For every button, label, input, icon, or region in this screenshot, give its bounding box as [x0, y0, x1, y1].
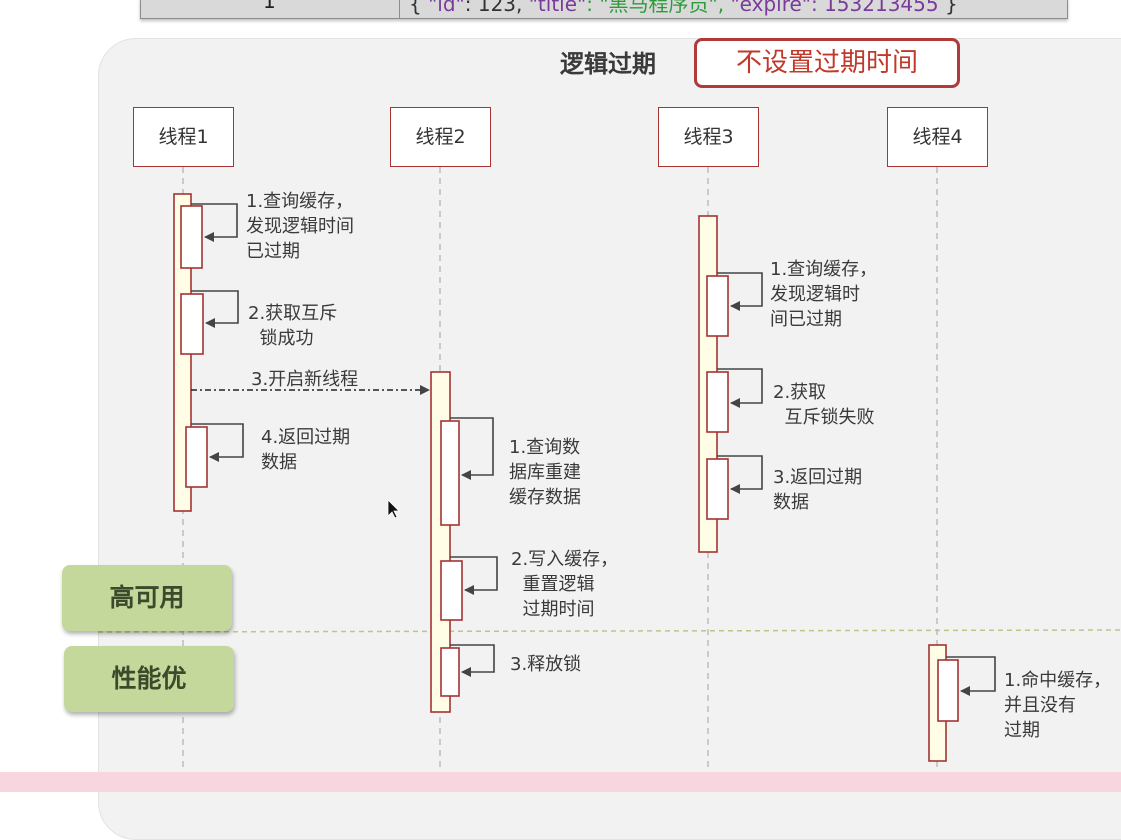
t4-step1-box [937, 659, 959, 722]
t2-step3-arrow [450, 644, 495, 677]
bottom-highlight-strip [0, 772, 1121, 792]
t1-step4-box [185, 426, 208, 488]
t4-step1-label: 1.命中缓存， 并且没有 过期 [1004, 670, 1112, 741]
thread-3-header: 线程3 [658, 107, 759, 167]
json-value-cell: { "id": 123, "title": "黑马程序员", "expire":… [409, 0, 958, 17]
t3-step1-box [706, 275, 729, 337]
json-fragment: "id" [428, 0, 465, 16]
json-fragment: : "黑马程序员", [586, 0, 731, 16]
thread-4-header: 线程4 [887, 107, 988, 167]
t4-step1-arrow [946, 656, 996, 696]
t1-step4-arrow [191, 423, 244, 462]
high-availability-label: 高可用 [62, 565, 232, 631]
t1-step1-arrow [191, 203, 238, 242]
thread-2-header: 线程2 [390, 107, 491, 167]
t1-step2-label: 2.获取互斥 锁成功 [248, 303, 338, 349]
json-fragment: } [938, 0, 958, 16]
json-fragment: "title" [528, 0, 587, 16]
json-fragment: { [409, 0, 429, 16]
t3-step3-label: 3.返回过期 数据 [773, 467, 863, 513]
t2-step3-label: 3.释放锁 [510, 654, 582, 675]
data-table-row: 1 { "id": 123, "title": "黑马程序员", "expire… [140, 0, 1068, 19]
t3-step1-arrow [717, 272, 763, 311]
t1-step3-label: 3.开启新线程 [251, 369, 359, 390]
availability-separator [97, 629, 1121, 633]
t3-step3-arrow [717, 455, 763, 494]
no-expire-tag: 不设置过期时间 [694, 38, 960, 88]
row-index-cell: 1 [141, 0, 400, 18]
t2-step2-label: 2.写入缓存， 重置逻辑 过期时间 [511, 549, 619, 620]
t1-step2-arrow [191, 290, 239, 328]
thread-1-header: 线程1 [133, 107, 234, 167]
t2-step2-arrow [450, 556, 498, 595]
t2-step3-box [440, 647, 460, 697]
cursor-icon [387, 499, 400, 519]
t2-step1-box [440, 420, 460, 526]
t3-step2-arrow [717, 368, 763, 408]
t2-step1-label: 1.查询数 据库重建 缓存数据 [509, 437, 581, 508]
row-index: 1 [263, 0, 276, 13]
t2-step2-box [440, 560, 463, 621]
t2-step1-arrow [450, 417, 494, 480]
t3-step1-label: 1.查询缓存， 发现逻辑时 间已过期 [770, 259, 878, 330]
t1-step4-label: 4.返回过期 数据 [261, 427, 351, 473]
sequence-diagram-svg [97, 167, 1121, 792]
json-fragment: "expire" [730, 0, 811, 16]
t1-step1-box [180, 205, 203, 269]
t1-step1-label: 1.查询缓存， 发现逻辑时间 已过期 [246, 191, 354, 262]
t3-step2-box [706, 371, 729, 433]
json-fragment: : 123, [464, 0, 529, 16]
diagram-title: 逻辑过期 [560, 50, 656, 78]
t3-step2-label: 2.获取 互斥锁失败 [773, 382, 875, 428]
json-fragment: : 153213455 [810, 0, 939, 16]
performance-label: 性能优 [64, 646, 234, 712]
t1-step2-box [180, 293, 204, 355]
t3-step3-box [706, 458, 729, 520]
